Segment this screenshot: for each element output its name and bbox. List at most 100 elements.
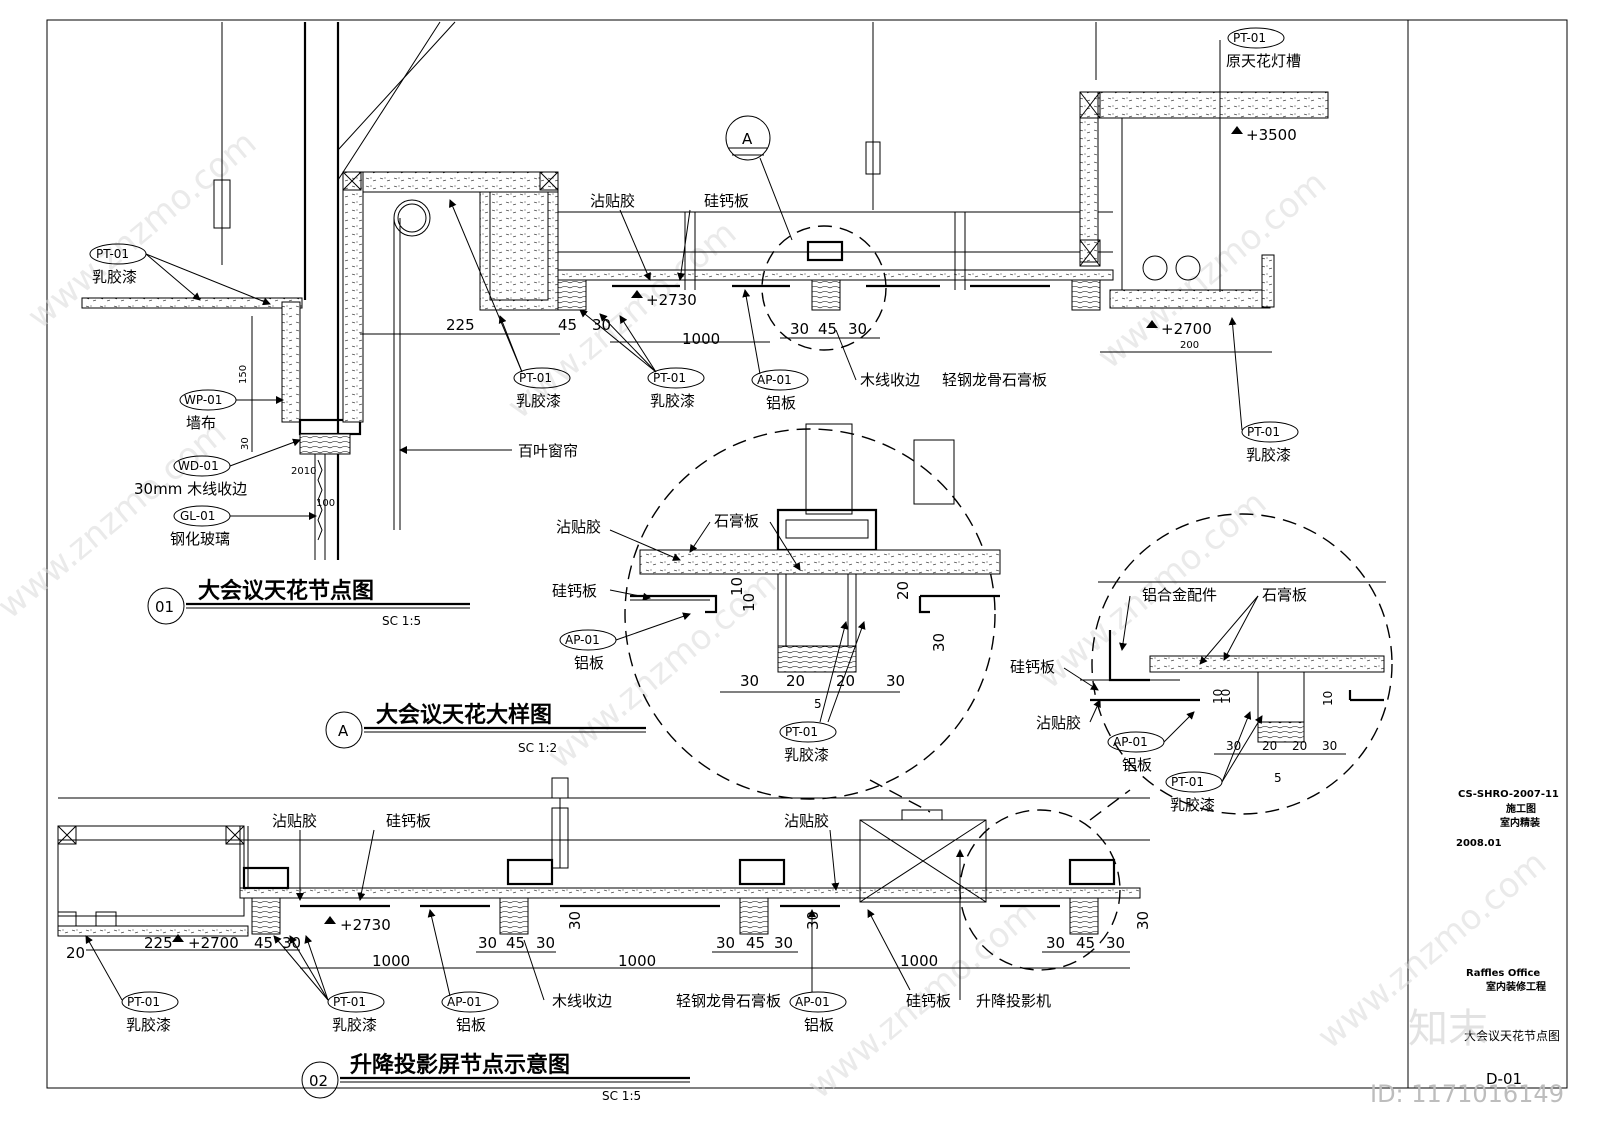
detail-number-circle [325, 711, 363, 749]
detail-right-circle [1091, 513, 1393, 815]
tag-wd01: WD-01 [178, 459, 219, 473]
label-latex-paint: 乳胶漆 [784, 746, 829, 764]
dim-30: 30 [716, 934, 735, 952]
label-adhesive: 沾贴胶 [272, 812, 317, 830]
dim-45: 45 [254, 934, 273, 952]
dim-45: 45 [1076, 934, 1095, 952]
tag-ap01: AP-01 [447, 995, 482, 1009]
dim-10: 10 [728, 577, 746, 596]
cove-light-icon [1142, 255, 1168, 281]
label-latex-paint: 乳胶漆 [516, 392, 561, 410]
wood-runner [777, 645, 857, 673]
dim-30: 30 [566, 911, 584, 930]
window-box-side [342, 171, 364, 423]
gypsum-board [639, 549, 1001, 575]
tag-pt01: PT-01 [1171, 775, 1204, 789]
dim-30: 30 [240, 437, 251, 450]
detail-01-title: 大会议天花节点图 [198, 578, 374, 604]
detail-right-enlarged: 30 20 20 30 5 10 10 10 铝合金配件 石膏板 硅钙板 沾贴胶… [1010, 513, 1393, 821]
dim-30: 30 [790, 320, 809, 338]
detail-a-circle [624, 428, 996, 800]
gypsum-board-right [1149, 655, 1385, 673]
label-latex-paint: 乳胶漆 [650, 392, 695, 410]
dim-45: 45 [746, 934, 765, 952]
level-2730: +2730 [340, 916, 391, 934]
drawing-date: 2008.01 [1456, 838, 1502, 849]
label-aluminium-panel: 铝板 [766, 394, 796, 412]
dim-45: 45 [818, 320, 837, 338]
label-wood-trim: 木线收边 [860, 371, 920, 389]
label-wood-trim: 木线收边 [552, 992, 612, 1010]
label-aluminium-fitting: 铝合金配件 [1142, 586, 1217, 604]
dim-30: 30 [930, 633, 948, 652]
detail-02: 20 225 45 30 +2700 +2730 1000 1000 1000 … [57, 777, 1152, 1103]
wood-trim [299, 433, 351, 455]
label-calcium-silicate-board: 硅钙板 [1010, 658, 1055, 676]
tag-pt01: PT-01 [96, 247, 129, 261]
dim-225: 225 [144, 934, 173, 952]
dim-10: 10 [1219, 689, 1233, 704]
label-latex-paint: 乳胶漆 [1170, 796, 1215, 814]
tag-pt01: PT-01 [519, 371, 552, 385]
dim-1000: 1000 [618, 952, 656, 970]
project-name: Raffles Office [1466, 968, 1540, 979]
detail-a-title: 大会议天花大样图 [376, 702, 552, 728]
dim-20: 20 [66, 944, 85, 962]
label-gypsum-board: 石膏板 [714, 512, 759, 530]
ceiling-board-main [557, 269, 1114, 281]
label-lifting-projector: 升降投影机 [976, 992, 1051, 1010]
tag-ap01: AP-01 [795, 995, 830, 1009]
label-latex-paint: 乳胶漆 [332, 1016, 377, 1034]
dim-100: 100 [316, 498, 335, 509]
watermark-logo: 知末 [1408, 1006, 1488, 1052]
dim-2010: 2010 [291, 466, 316, 477]
tag-ap01: AP-01 [757, 373, 792, 387]
level-2700: +2700 [188, 934, 239, 952]
level-2730: +2730 [646, 291, 697, 309]
dim-10: 10 [1211, 689, 1225, 704]
tag-pt01: PT-01 [333, 995, 366, 1009]
detail-a-scale: SC 1:2 [518, 741, 557, 755]
dim-30: 30 [592, 316, 611, 334]
hanger-clip [865, 141, 881, 175]
detail-02-number: 02 [309, 1072, 328, 1090]
sheet-number: D-01 [1486, 1070, 1522, 1088]
detail-01: A 150 30 2010 100 225 45 30 1000 30 45 3… [81, 21, 1329, 628]
dim-30: 30 [1046, 934, 1065, 952]
dim-5: 5 [1274, 771, 1282, 785]
dim-45: 45 [506, 934, 525, 952]
dim-150: 150 [238, 365, 249, 384]
dim-225: 225 [446, 316, 475, 334]
dim-10: 10 [1321, 691, 1335, 706]
label-calcium-silicate-board: 硅钙板 [386, 812, 431, 830]
dim-30: 30 [740, 672, 759, 690]
tag-ap01: AP-01 [1113, 735, 1148, 749]
label-light-steel-gypsum: 轻钢龙骨石膏板 [942, 371, 1047, 389]
wall-cloth-panel [281, 301, 301, 423]
drawing-discipline: 室内精装 [1500, 816, 1540, 829]
title-block: CS-SHRO-2007-11 施工图 室内精装 2008.01 Raffles… [1370, 789, 1564, 1108]
tag-pt01: PT-01 [653, 371, 686, 385]
ceiling-board-left [81, 297, 303, 309]
window-box-top [342, 171, 559, 193]
dim-10: 10 [740, 593, 758, 612]
dim-20: 20 [1292, 739, 1307, 753]
label-blinds: 百叶窗帘 [518, 442, 578, 460]
dim-20: 20 [894, 581, 912, 600]
dim-30: 30 [804, 911, 822, 930]
sheet-border [46, 19, 1568, 1089]
label-adhesive: 沾贴胶 [556, 518, 601, 536]
watermark-id: ID: 1171016149 [1370, 1080, 1564, 1108]
detail-02-title: 升降投影屏节点示意图 [350, 1052, 570, 1078]
aluminium-panel-left [630, 594, 718, 614]
dim-5: 5 [814, 697, 822, 711]
label-aluminium-panel: 铝板 [456, 1016, 486, 1034]
dim-1000: 1000 [372, 952, 410, 970]
tag-pt01: PT-01 [1233, 31, 1266, 45]
dim-30: 30 [1106, 934, 1125, 952]
dim-1000: 1000 [900, 952, 938, 970]
label-aluminium-panel: 铝板 [804, 1016, 834, 1034]
label-latex-paint: 乳胶漆 [126, 1016, 171, 1034]
drawing-stage: 施工图 [1506, 802, 1536, 815]
tag-pt01: PT-01 [127, 995, 160, 1009]
